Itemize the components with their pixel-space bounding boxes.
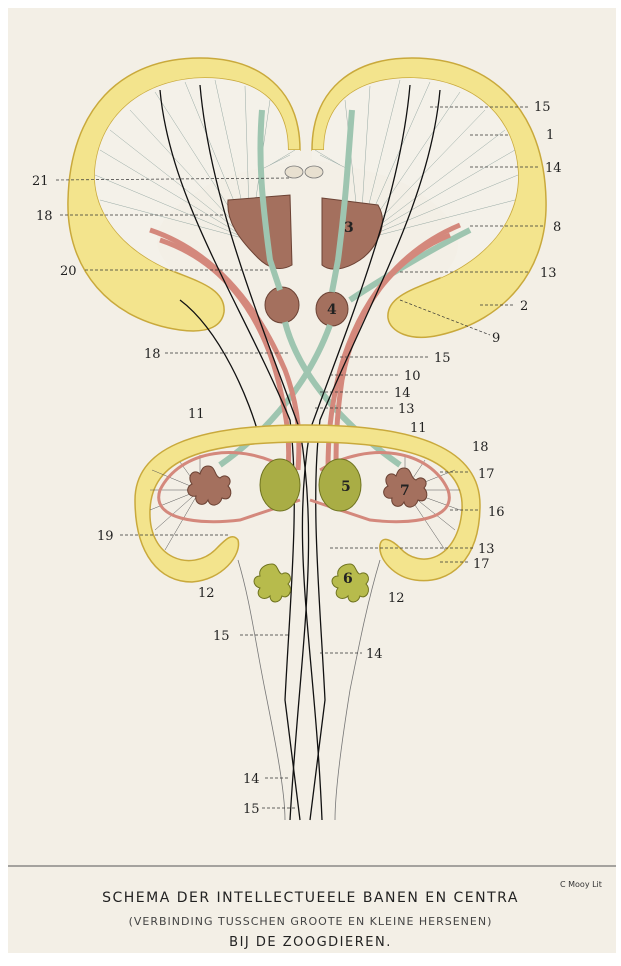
label-4: 4 [327, 302, 337, 318]
commissure-right [305, 166, 323, 178]
label-7: 7 [400, 483, 410, 499]
label-18-low: 18 [472, 440, 489, 455]
caption-title: SCHEMA DER INTELLECTUEELE BANEN EN CENTR… [0, 890, 621, 906]
label-14-top: 14 [545, 161, 562, 176]
label-1: 1 [546, 128, 554, 143]
label-6: 6 [343, 571, 353, 587]
label-13-low: 13 [478, 542, 495, 557]
caption-line3: BIJ DE ZOOGDIEREN. [0, 935, 621, 950]
label-16: 16 [488, 505, 505, 520]
label-9: 9 [492, 331, 500, 346]
label-5: 5 [341, 479, 351, 495]
label-20: 20 [60, 264, 77, 279]
label-19: 19 [97, 529, 114, 544]
left-nucleus-4 [265, 287, 299, 323]
label-10: 10 [404, 369, 421, 384]
label-17-top: 17 [478, 467, 495, 482]
right-pontine-nucleus-5 [319, 459, 361, 511]
label-15-low: 15 [213, 629, 230, 644]
label-15-bottom: 15 [243, 802, 260, 817]
label-14-low: 14 [366, 647, 383, 662]
label-11-right: 11 [410, 421, 427, 436]
label-13-mid: 13 [398, 402, 415, 417]
label-13-top: 13 [540, 266, 557, 281]
commissure-left [285, 166, 303, 178]
left-pontine-nucleus-5 [260, 459, 300, 511]
label-21: 21 [32, 174, 49, 189]
label-14-mid: 14 [394, 386, 411, 401]
label-15-top: 15 [534, 100, 551, 115]
label-3: 3 [344, 220, 354, 236]
label-14-bottom: 14 [243, 772, 260, 787]
caption-subtitle: (VERBINDING TUSSCHEN GROOTE EN KLEINE HE… [0, 915, 621, 928]
label-2: 2 [520, 299, 528, 314]
label-11-left: 11 [188, 407, 205, 422]
label-12-left: 12 [198, 586, 215, 601]
label-18-mid: 18 [144, 347, 161, 362]
label-15-mid: 15 [434, 351, 451, 366]
label-17-low: 17 [473, 557, 490, 572]
lithographer-credit: C Mooy Lit [560, 880, 602, 889]
label-8: 8 [553, 220, 561, 235]
label-18-top: 18 [36, 209, 53, 224]
label-12-right: 12 [388, 591, 405, 606]
